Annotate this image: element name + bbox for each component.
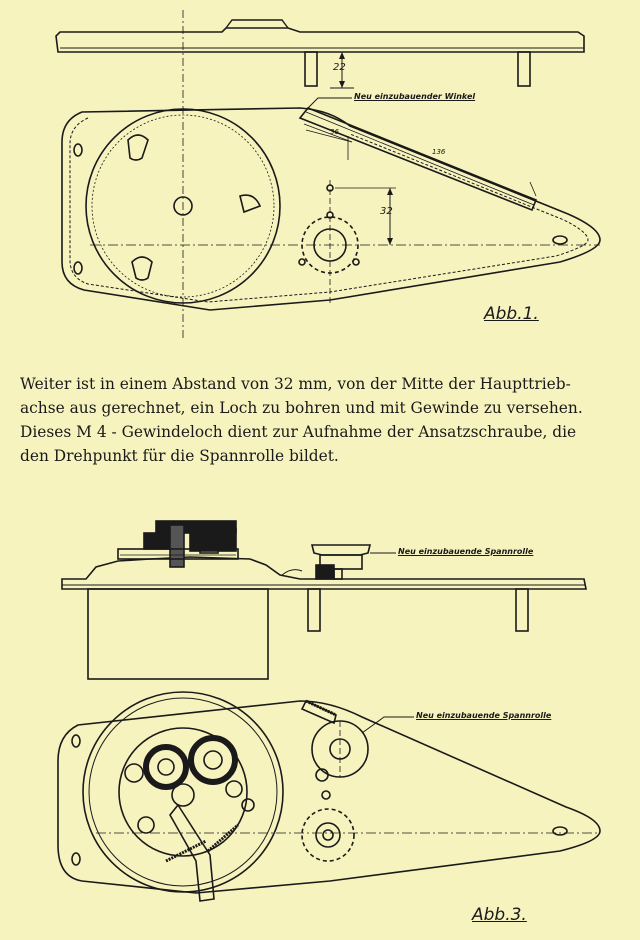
main-disc bbox=[85, 108, 281, 304]
body-line-2: achse aus gerechnet, ein Loch zu bohren … bbox=[20, 399, 583, 417]
angle-bracket bbox=[298, 107, 538, 212]
figure-1: 22 36 136 32 Neu einzubauender Winkel Ab… bbox=[0, 0, 640, 345]
dim-32: 32 bbox=[380, 206, 393, 217]
figure-3-label: Abb.3. bbox=[472, 905, 527, 925]
callout-spannrolle-plan: Neu einzubauende Spannrolle bbox=[416, 711, 552, 720]
body-line-1: Weiter ist in einem Abstand von 32 mm, v… bbox=[20, 375, 571, 393]
motor-housing bbox=[87, 588, 269, 680]
callout-spannrolle-side: Neu einzubauende Spannrolle bbox=[398, 547, 534, 556]
tension-roller-side bbox=[310, 544, 372, 556]
body-line-3: Dieses M 4 - Gewindeloch dient zur Aufna… bbox=[20, 423, 577, 441]
body-text: Weiter ist in einem Abstand von 32 mm, v… bbox=[20, 372, 624, 468]
figure-3: Neu einzubauende Spannrolle Neu einzubau… bbox=[0, 505, 640, 936]
dim-136: 136 bbox=[432, 148, 446, 156]
dim-22: 22 bbox=[333, 62, 346, 73]
body-line-4: den Drehpunkt für die Spannrolle bildet. bbox=[20, 447, 339, 465]
right-leg bbox=[517, 51, 531, 87]
lever-arm bbox=[169, 803, 215, 902]
plan-disc bbox=[82, 691, 284, 893]
callout-winkel: Neu einzubauender Winkel bbox=[354, 92, 476, 101]
figure-1-drawing bbox=[55, 10, 601, 340]
main-hub bbox=[173, 196, 193, 216]
figure-1-label: Abb.1. bbox=[484, 304, 539, 324]
baseplate-side-view bbox=[55, 27, 585, 53]
left-leg bbox=[304, 51, 318, 87]
plan-view-plate bbox=[57, 700, 601, 894]
figure-3-drawing bbox=[57, 520, 601, 902]
dim-36: 36 bbox=[330, 128, 339, 136]
side-view-plate bbox=[61, 556, 587, 590]
